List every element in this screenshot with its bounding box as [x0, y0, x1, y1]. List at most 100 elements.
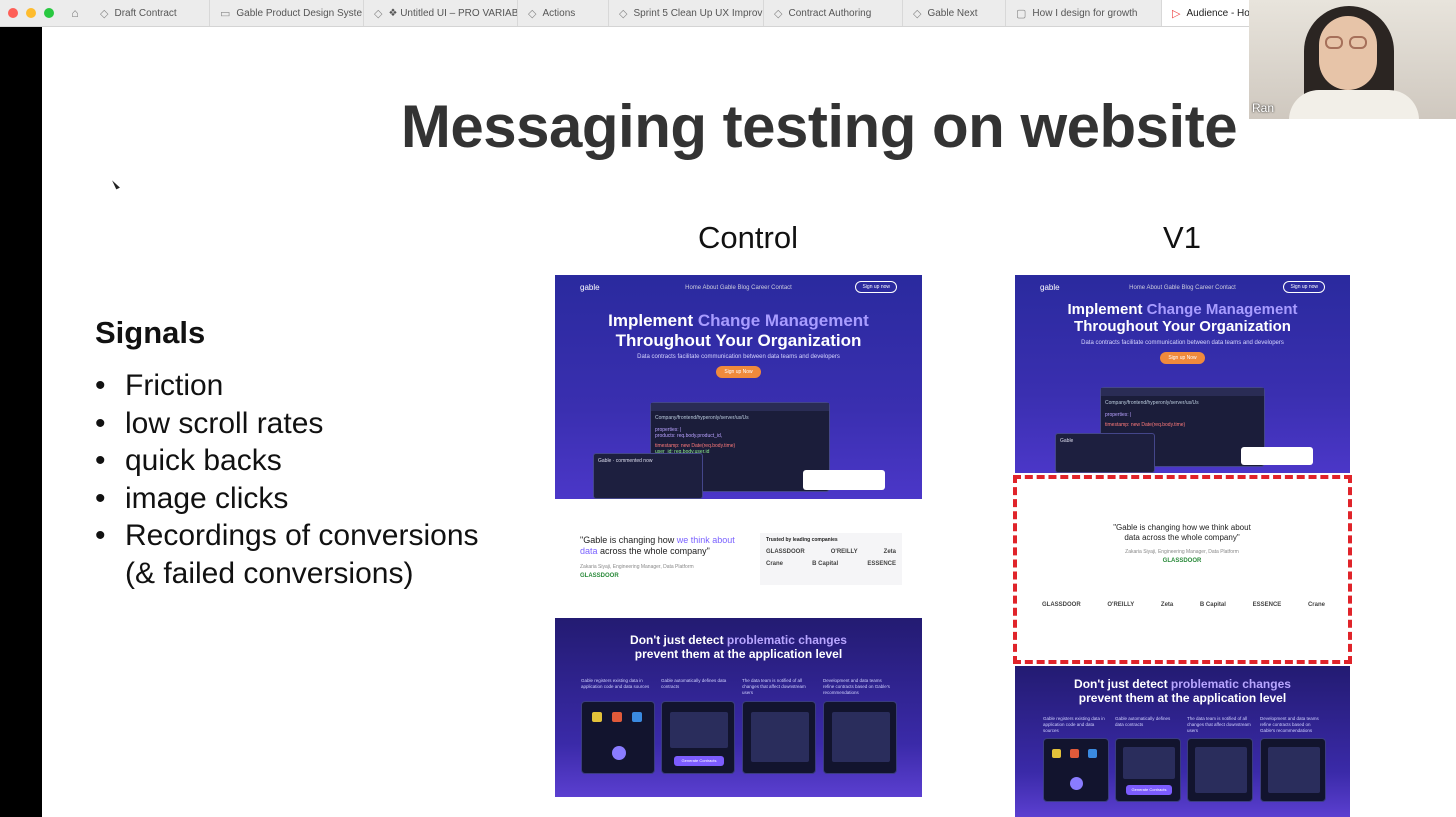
tab-label: ❖ Untitled UI – PRO VARIAB [388, 7, 518, 19]
site-nav: gable Home About Gable Blog Career Conta… [1015, 281, 1350, 295]
tab-sprint-5[interactable]: ◇Sprint 5 Clean Up UX Improv [609, 0, 764, 26]
participant-body [1289, 90, 1419, 119]
code-window: Company/frontend/hyperonly/server/us/Us … [650, 402, 830, 492]
step-1-tile [581, 701, 655, 774]
list-item: image clicks [95, 480, 479, 518]
hero-text: Implement [608, 311, 698, 330]
close-window-button[interactable] [8, 8, 18, 18]
tab-label: Actions [542, 7, 576, 19]
generate-contracts-button: Generate Contracts [674, 756, 724, 766]
left-black-margin [0, 27, 42, 817]
hero-text-2: Throughout Your Organization [615, 330, 862, 350]
tag-icon: ◇ [619, 7, 628, 20]
logo-glassdoor: GLASSDOOR [1042, 602, 1081, 608]
tab-label: How I design for growth [1032, 7, 1138, 19]
slide-title: Messaging testing on website [400, 93, 1238, 160]
v1-hero-screenshot[interactable]: gable Home About Gable Blog Career Conta… [1015, 275, 1350, 473]
tab-contract-authoring[interactable]: ◇ Contract Authoring [764, 0, 903, 26]
bottom-text-2: prevent them at the application level [634, 646, 843, 661]
logo-essence: ESSENCE [867, 561, 896, 567]
comment-user: Gable [598, 458, 612, 464]
signals-heading: Signals [95, 315, 206, 350]
step-2-tile: Generate Contracts [1115, 738, 1181, 802]
hero-signup-button: Sign up Now [716, 366, 761, 379]
tab-actions[interactable]: ◇Actions [518, 0, 609, 26]
step-2-text: Gable automatically defines data contrac… [1115, 716, 1171, 727]
tab-audience[interactable]: ▷Audience - Ho [1162, 0, 1262, 26]
step-3-text: The data team is notified of all changes… [1187, 716, 1251, 733]
step-2-tile: Generate Contracts [661, 701, 735, 774]
notification-card [803, 470, 885, 490]
step-1-text: Gable registers existing data in applica… [581, 678, 650, 689]
list-item-text: Recordings of conversions [125, 519, 479, 552]
list-item: low scroll rates [95, 405, 479, 443]
control-quote: "Gable is changing how we think about da… [580, 535, 740, 580]
window-controls [0, 8, 60, 18]
tag-icon: ◇ [374, 7, 383, 20]
v1-quote: "Gable is changing how we think about da… [1112, 523, 1252, 566]
glasses-icon [1349, 36, 1367, 49]
maximize-window-button[interactable] [44, 8, 54, 18]
code-path: Company/frontend/hyperonly/server/us/Us [655, 415, 749, 421]
tab-gable-next[interactable]: ◇Gable Next [903, 0, 1006, 26]
step-1-tile [1043, 738, 1109, 802]
notification-card [1241, 447, 1313, 465]
hero-subtitle: Data contracts facilitate communication … [1081, 339, 1284, 346]
step-4-tile [823, 701, 897, 774]
code-window: Company/frontend/hyperonly/server/us/Us … [1100, 387, 1265, 467]
quote-company-logo: GLASSDOOR [1162, 558, 1202, 565]
participant-video[interactable]: Ran [1249, 0, 1456, 119]
browser-tab-bar: ⌂ ◇Draft Contract ▭Gable Product Design … [0, 0, 1456, 27]
logo-oreilly: O'REILLY [830, 549, 858, 555]
tab-label: Contract Authoring [788, 7, 872, 19]
tag-icon: ◇ [774, 7, 783, 20]
v1-heading: V1 [1163, 220, 1201, 255]
minimize-window-button[interactable] [26, 8, 36, 18]
step-4-text: Development and data teams refine contra… [1260, 716, 1319, 733]
gable-logo: gable [1040, 283, 1060, 292]
step-3-tile [1187, 738, 1253, 802]
gable-logo: gable [580, 283, 600, 292]
signup-button: Sign up now [855, 281, 897, 293]
tab-untitled-ui[interactable]: ◇ ❖ Untitled UI – PRO VARIAB [364, 0, 518, 26]
code-path: Company/frontend/hyperonly/server/us/Us [1105, 400, 1199, 406]
tag-icon: ◇ [913, 7, 922, 20]
logo-bcapital: B Capital [812, 561, 839, 567]
book-icon: ▭ [220, 7, 231, 20]
list-item: Recordings of conversions (& failed conve… [95, 517, 479, 592]
quote-text: "Gable is changing how [580, 535, 677, 545]
control-hero-screenshot[interactable]: gable Home About Gable Blog Career Conta… [555, 275, 922, 499]
hero-text: Implement [1067, 301, 1147, 318]
step-4-tile [1260, 738, 1326, 802]
nav-links: Home About Gable Blog Career Contact [685, 285, 792, 291]
logo-oreilly: O'REILLY [1107, 602, 1135, 608]
quote-highlight: we think about data [580, 535, 735, 557]
signup-button: Sign up now [1283, 281, 1325, 293]
bottom-highlight: problematic changes [1170, 677, 1291, 691]
step-2-text: Gable automatically defines data contrac… [661, 678, 727, 689]
list-item-text-continued: (& failed conversions) [125, 556, 414, 590]
play-icon: ▷ [1172, 7, 1181, 20]
logo-crane: Crane [766, 561, 784, 567]
step-3-tile [742, 701, 816, 774]
generate-contracts-button: Generate Contracts [1126, 785, 1172, 795]
quote-company-logo: GLASSDOOR [580, 572, 619, 579]
v1-highlight-box [1013, 475, 1352, 664]
step-4-text: Development and data teams refine contra… [823, 678, 890, 695]
tab-how-i-design[interactable]: ▢How I design for growth [1006, 0, 1162, 26]
home-icon[interactable]: ⌂ [71, 6, 79, 20]
bottom-text: Don't just detect [1074, 677, 1171, 691]
nav-links: Home About Gable Blog Career Contact [1129, 285, 1236, 291]
bottom-text-2: prevent them at the application level [1078, 690, 1287, 705]
bottom-highlight: problematic changes [726, 633, 847, 647]
tab-gable-design-system[interactable]: ▭Gable Product Design Syste [210, 0, 364, 26]
bottom-text: Don't just detect [630, 633, 727, 647]
tab-draft-contract[interactable]: ◇Draft Contract [90, 0, 210, 26]
participant-face [1319, 16, 1377, 90]
